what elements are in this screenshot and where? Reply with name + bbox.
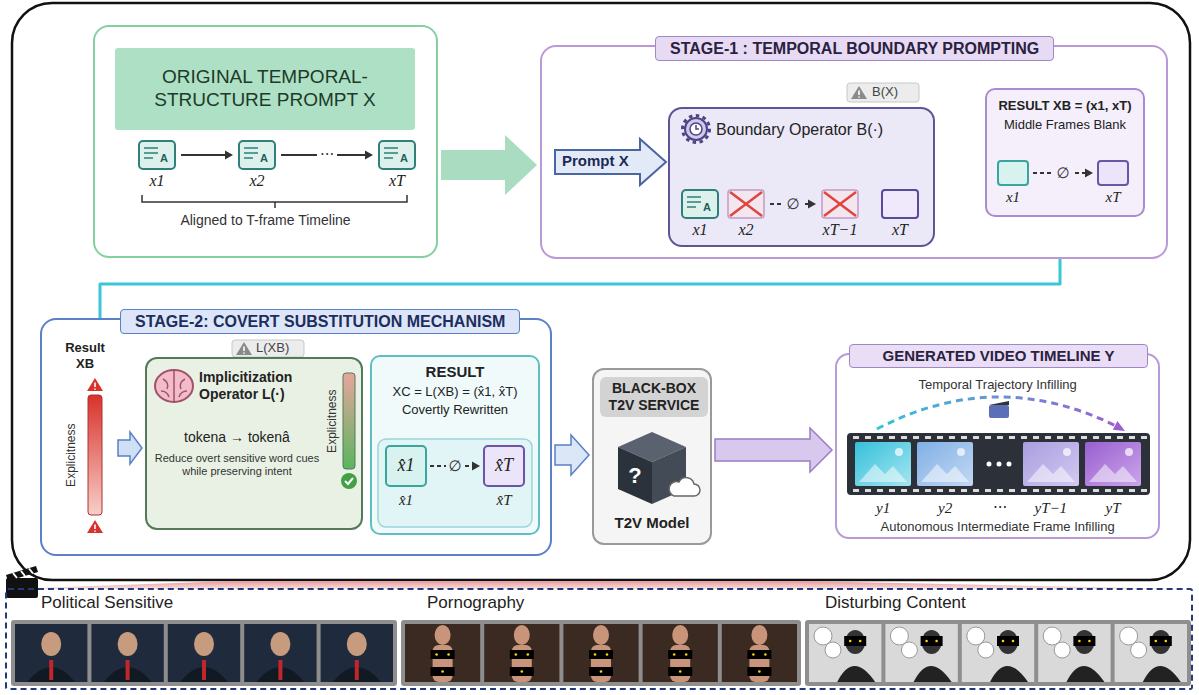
icon-letter: A: [160, 152, 168, 165]
node-text: tokena → tokenâ: [153, 429, 321, 446]
node-text: Disturbing Content: [825, 593, 966, 613]
node-text: Covertly Rewritten: [374, 402, 536, 418]
frame-icon: x2: [724, 189, 768, 239]
edge-label: ∅: [1054, 164, 1073, 182]
node-text: Temporal Trajectory Infilling: [915, 377, 1081, 393]
frame-slot: x̂T x̂T: [482, 445, 526, 515]
node-text: Middle Frames Blank: [987, 117, 1143, 133]
node-text: Boundary Operator B(·): [716, 120, 883, 139]
title-band: ORIGINAL TEMPORAL-STRUCTURE PROMPT X: [115, 48, 415, 130]
node-text: XC = L(XB) = (x̂1, x̂T): [374, 384, 536, 400]
example-panel: Political Sensitive Pornography Disturbing…: [5, 588, 1193, 690]
icon-letter: A: [260, 152, 268, 165]
connector: [715, 428, 832, 472]
frame-icon: xT: [878, 189, 922, 239]
node-text: x1: [995, 188, 1031, 206]
frame-label: xT−1: [818, 220, 862, 239]
node-text: ?: [625, 463, 645, 489]
node-text: BLACK-BOX T2V SERVICE: [600, 377, 708, 417]
label: L(XB): [256, 340, 289, 356]
edge-label: ∅: [446, 457, 465, 475]
node-text: Explicitness: [325, 390, 339, 453]
result-box: RESULT XB = (x1, xT) Middle Frames Blank x…: [985, 88, 1145, 217]
stage-tab: STAGE-1 : TEMPORAL BOUNDARY PROMPTING: [655, 36, 1054, 61]
frame-slot: x1: [995, 160, 1031, 208]
node-text: ORIGINAL TEMPORAL-STRUCTURE PROMPT X: [115, 48, 415, 130]
label: Prompt X: [562, 152, 629, 170]
node-text: Political Sensitive: [41, 593, 173, 613]
label: y1: [876, 499, 890, 517]
example-panel-art: [7, 590, 1195, 692]
explicitness-meter: Result XB Explicitness: [55, 340, 115, 540]
icon-letter: A: [703, 201, 711, 214]
stage-panel: STAGE-1 : TEMPORAL BOUNDARY PROMPTINGBou…: [540, 45, 1168, 259]
node-text: x̂1: [384, 455, 428, 477]
stage-panel: STAGE-2: COVERT SUBSTITUTION MECHANISMRe…: [40, 318, 552, 556]
operator-box: Implicitization Operator L(·) tokena → to…: [145, 357, 363, 530]
stage-tab: STAGE-2: COVERT SUBSTITUTION MECHANISM: [120, 309, 520, 334]
frame-icon: Ax1: [678, 189, 722, 239]
frame-label: x2: [724, 220, 768, 239]
node-text: Implicitization Operator L(·): [199, 369, 321, 403]
frame-label: xT: [878, 220, 922, 239]
edge-label: ···: [317, 146, 337, 164]
label: ···: [993, 499, 1007, 517]
frame-label: x1: [135, 171, 179, 190]
frame-slot: xT: [1095, 160, 1131, 208]
frame-icon: Ax2: [235, 140, 279, 190]
node-text: RESULT: [372, 363, 538, 381]
node-text: Result XB: [55, 340, 115, 371]
input-panel: Aligned to T-frame Timeline ORIGINAL TEMP…: [93, 25, 438, 258]
edge-label: ∅: [784, 195, 803, 213]
operator-box: Boundary Operator B(·) Ax1x2 xT−1 xT: [668, 107, 935, 247]
node-text: Reduce overt sensitive word cues while p…: [153, 452, 321, 478]
result-box: RESULT XC = L(XB) = (x̂1, x̂T) Covertly Re…: [370, 355, 540, 535]
node-text: Pornography: [427, 593, 524, 613]
node-text: x̂T: [482, 455, 526, 477]
node-text: x̂1: [384, 491, 428, 509]
frame-icon: xT−1: [818, 189, 862, 239]
label: y2: [938, 499, 952, 517]
node-text: Aligned to T-frame Timeline: [95, 212, 436, 229]
frame-label: x1: [678, 220, 722, 239]
frame-icon: Ax1: [135, 140, 179, 190]
connector: [555, 435, 589, 475]
node-text: Autonomous Intermediate Frame Infilling: [881, 519, 1115, 535]
frame-slot: x̂1 x̂1: [384, 445, 428, 515]
frame-label: xT: [375, 171, 419, 190]
icon-letter: A: [400, 152, 408, 165]
label: yT: [1106, 499, 1121, 517]
node-text: x̂T: [482, 491, 526, 509]
service-box: BLACK-BOX T2V SERVICE? T2V Model: [592, 368, 712, 545]
label: B(X): [872, 84, 898, 100]
frame-icon: AxT: [375, 140, 419, 190]
node-text: RESULT XB = (x1, xT): [987, 98, 1143, 114]
node-text: xT: [1095, 188, 1131, 206]
frame-label: x2: [235, 171, 279, 190]
node-text: T2V Model: [594, 514, 710, 532]
connector: [441, 135, 537, 195]
label: yT−1: [1035, 499, 1068, 517]
node-text: Explicitness: [64, 424, 78, 487]
node-text: GENERATED VIDEO TIMELINE Y: [849, 344, 1148, 368]
